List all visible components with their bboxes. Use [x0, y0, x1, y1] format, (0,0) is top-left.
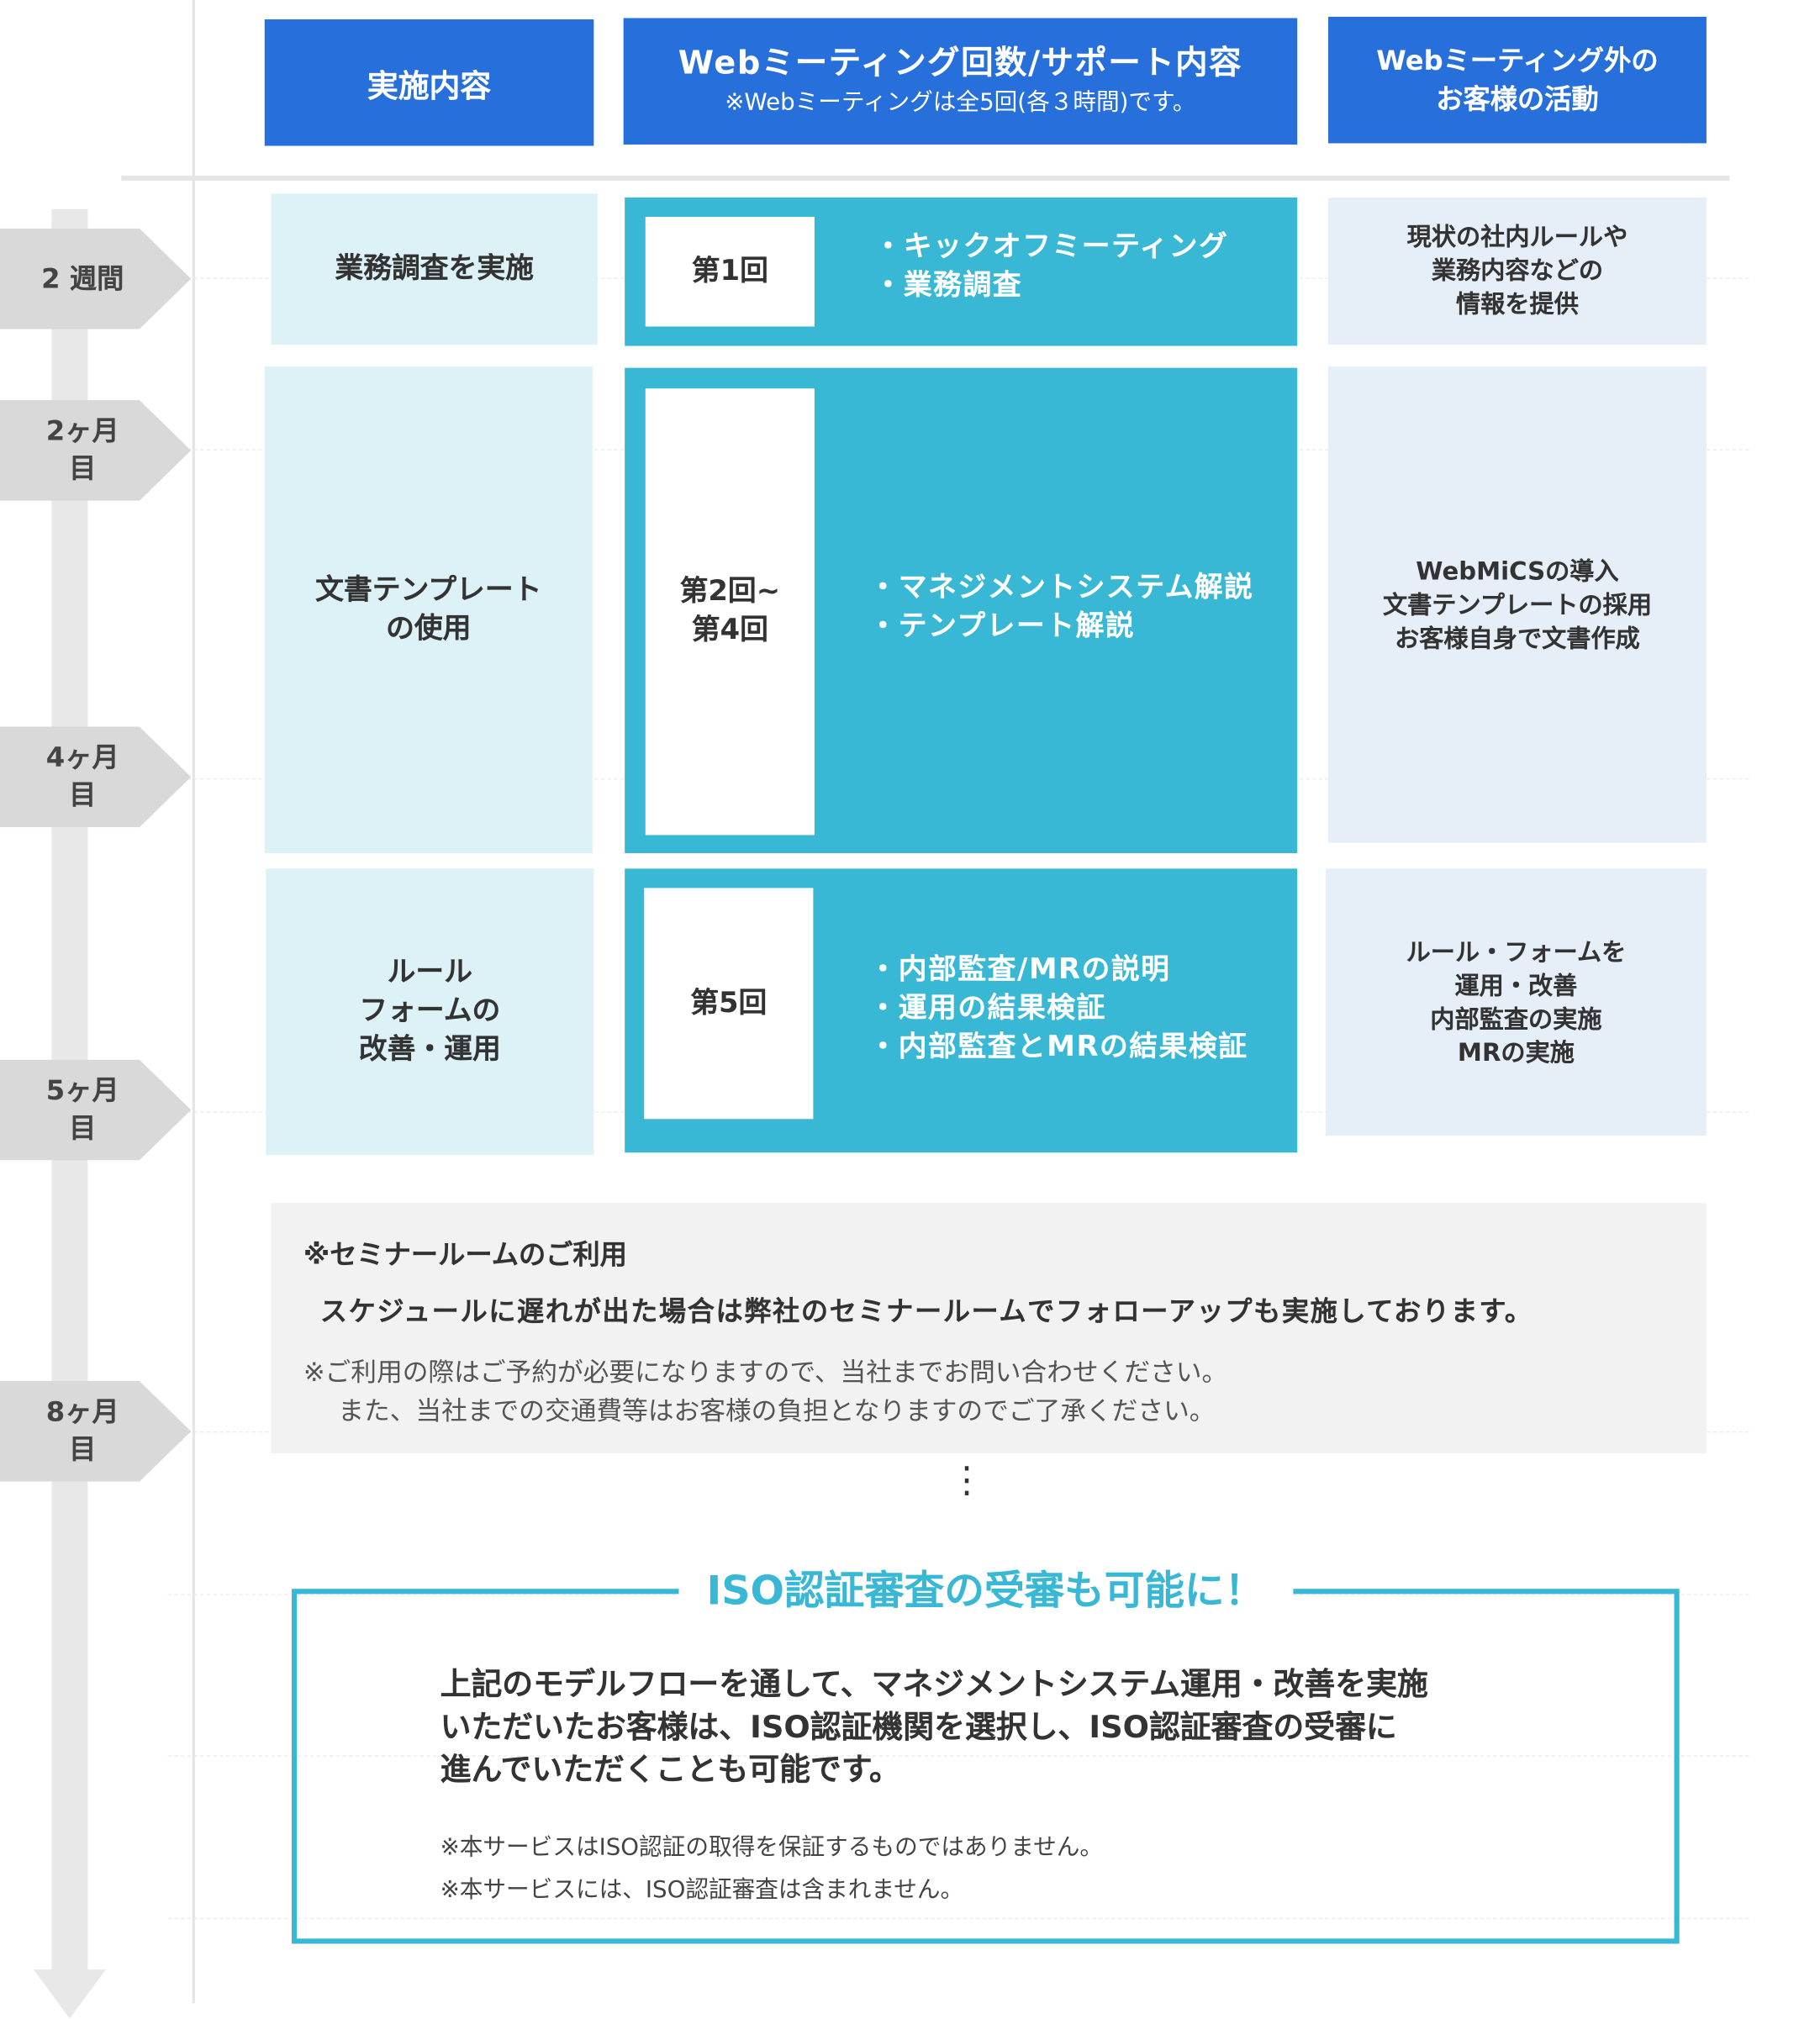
row2-customer: WebMiCSの導入 文書テンプレートの採用 お客様自身で文書作成 [1328, 366, 1707, 843]
content-text: フォームの [359, 994, 501, 1028]
vertical-ellipsis-icon: ⋮ [948, 1458, 985, 1501]
session-label: 第2回~ [679, 575, 781, 609]
content-text: 改善・運用 [358, 1033, 501, 1067]
session-label: 第1回 [691, 255, 768, 287]
content-text: ルール [387, 956, 472, 989]
timeline-text: 5ヶ月 [45, 1075, 119, 1106]
iso-body: 上記のモデルフローを通して、マネジメントシステム運用・改善を実施 いただいたお客… [440, 1663, 1428, 1791]
iso-title: ISO認証審査の受審も可能に！ [678, 1560, 1293, 1623]
support-item: ・運用の結果検証 [868, 992, 1106, 1025]
customer-text: お客様自身で文書作成 [1395, 624, 1640, 653]
seminar-title: ※セミナールームのご利用 [303, 1239, 627, 1270]
session-label: 第5回 [690, 986, 768, 1020]
timeline-label-4months: 4ヶ月目 [0, 726, 192, 828]
timeline-label-2weeks: 2 週間 [0, 228, 192, 329]
column-divider [192, 0, 195, 2004]
timeline-label-2months: 2ヶ月目 [0, 400, 192, 501]
row3-customer: ルール・フォームを 運用・改善 内部監査の実施 MRの実施 [1325, 868, 1707, 1136]
customer-text: 文書テンプレートの採用 [1382, 590, 1653, 619]
row1-customer: 現状の社内ルールや 業務内容などの 情報を提供 [1328, 197, 1707, 345]
header-label: 実施内容 [367, 67, 492, 104]
timeline-text: 2 週間 [41, 262, 124, 294]
timeline-label-5months: 5ヶ月目 [0, 1059, 192, 1161]
iso-body-line: 上記のモデルフローを通して、マネジメントシステム運用・改善を実施 [440, 1666, 1428, 1703]
timeline-label-8months: 8ヶ月目 [0, 1380, 192, 1482]
customer-text: ルール・フォームを [1406, 937, 1627, 967]
support-item: ・内部監査とMRの結果検証 [868, 1031, 1248, 1064]
timeline-text: 目 [69, 779, 97, 811]
content-text: の使用 [386, 612, 472, 645]
customer-text: 運用・改善 [1454, 971, 1578, 1000]
iso-note: ※本サービスはISO認証の取得を保証するものではありません。 [440, 1833, 1104, 1862]
customer-text: MRの実施 [1457, 1038, 1575, 1067]
support-list: ・キックオフミーティング ・業務調査 [874, 229, 1229, 306]
row3-support: 第5回 ・内部監査/MRの説明 ・運用の結果検証 ・内部監査とMRの結果検証 [625, 868, 1298, 1153]
seminar-body: スケジュールに遅れが出た場合は弊社のセミナールームでフォローアップも実施しており… [319, 1295, 1533, 1327]
iso-box: ISO認証審査の受審も可能に！ 上記のモデルフローを通して、マネジメントシステム… [292, 1560, 1680, 1944]
support-item: ・マネジメントシステム解説 [868, 572, 1254, 604]
timeline-text: 目 [69, 1112, 97, 1144]
header-label: Webミーティング外の [1376, 45, 1659, 76]
support-item: ・内部監査/MRの説明 [868, 953, 1171, 987]
seminar-note-box: ※セミナールームのご利用 スケジュールに遅れが出た場合は弊社のセミナールームでフ… [271, 1203, 1707, 1453]
iso-body-line: 進んでいただくことも可能です。 [440, 1751, 900, 1788]
header-web-meeting: Webミーティング回数/サポート内容 ※Webミーティングは全5回(各３時間)で… [623, 18, 1298, 145]
row1-support: 第1回 ・キックオフミーティング ・業務調査 [625, 197, 1298, 346]
session-box: 第2回~ 第4回 [645, 388, 815, 836]
seminar-note: ※ご利用の際はご予約が必要になりますので、当社までお問い合わせください。 [303, 1356, 1228, 1388]
header-label: お客様の活動 [1436, 83, 1599, 115]
timeline-text: 目 [69, 452, 97, 484]
customer-text: 業務内容などの [1431, 256, 1604, 286]
support-item: ・キックオフミーティング [873, 230, 1229, 264]
header-customer-activity: Webミーティング外の お客様の活動 [1328, 16, 1707, 144]
timeline-text: 目 [69, 1433, 97, 1465]
row1-content: 業務調査を実施 [271, 193, 598, 345]
row2-support: 第2回~ 第4回 ・マネジメントシステム解説 ・テンプレート解説 [625, 367, 1298, 853]
iso-note: ※本サービスには、ISO認証審査は含まれません。 [440, 1876, 964, 1904]
seminar-note: また、当社までの交通費等はお客様の負担となりますのでご了承ください。 [338, 1394, 1216, 1426]
timeline-text: 4ヶ月 [45, 741, 119, 773]
customer-text: 情報を提供 [1456, 290, 1579, 319]
content-text: 文書テンプレート [315, 573, 542, 606]
row2-content: 文書テンプレート の使用 [264, 366, 593, 853]
header-label: Webミーティング回数/サポート内容 [678, 44, 1243, 82]
iso-notes: ※本サービスはISO認証の取得を保証するものではありません。 ※本サービスには、… [440, 1827, 1103, 1911]
header-divider [121, 175, 1730, 181]
session-box: 第5回 [644, 888, 814, 1120]
row3-content: ルール フォームの 改善・運用 [266, 868, 594, 1156]
session-box: 第1回 [645, 216, 815, 327]
header-note: ※Webミーティングは全5回(各３時間)です。 [725, 88, 1196, 117]
support-item: ・業務調査 [873, 269, 1023, 303]
timeline-text: 2ヶ月 [45, 415, 119, 447]
support-list: ・マネジメントシステム解説 ・テンプレート解説 [868, 569, 1253, 646]
session-label: 第4回 [691, 614, 768, 647]
customer-text: 現状の社内ルールや [1406, 223, 1628, 252]
support-item: ・テンプレート解説 [868, 610, 1136, 643]
customer-text: WebMiCSの導入 [1416, 556, 1619, 586]
header-content: 実施内容 [264, 19, 594, 146]
content-text: 業務調査を実施 [335, 252, 534, 285]
iso-body-line: いただいたお客様は、ISO認証機関を選択し、ISO認証審査の受審に [440, 1709, 1397, 1745]
support-list: ・内部監査/MRの説明 ・運用の結果検証 ・内部監査とMRの結果検証 [868, 952, 1248, 1067]
timeline-text: 8ヶ月 [45, 1396, 119, 1428]
customer-text: 内部監査の実施 [1430, 1004, 1602, 1034]
timeline-arrow-icon [33, 1969, 106, 2019]
